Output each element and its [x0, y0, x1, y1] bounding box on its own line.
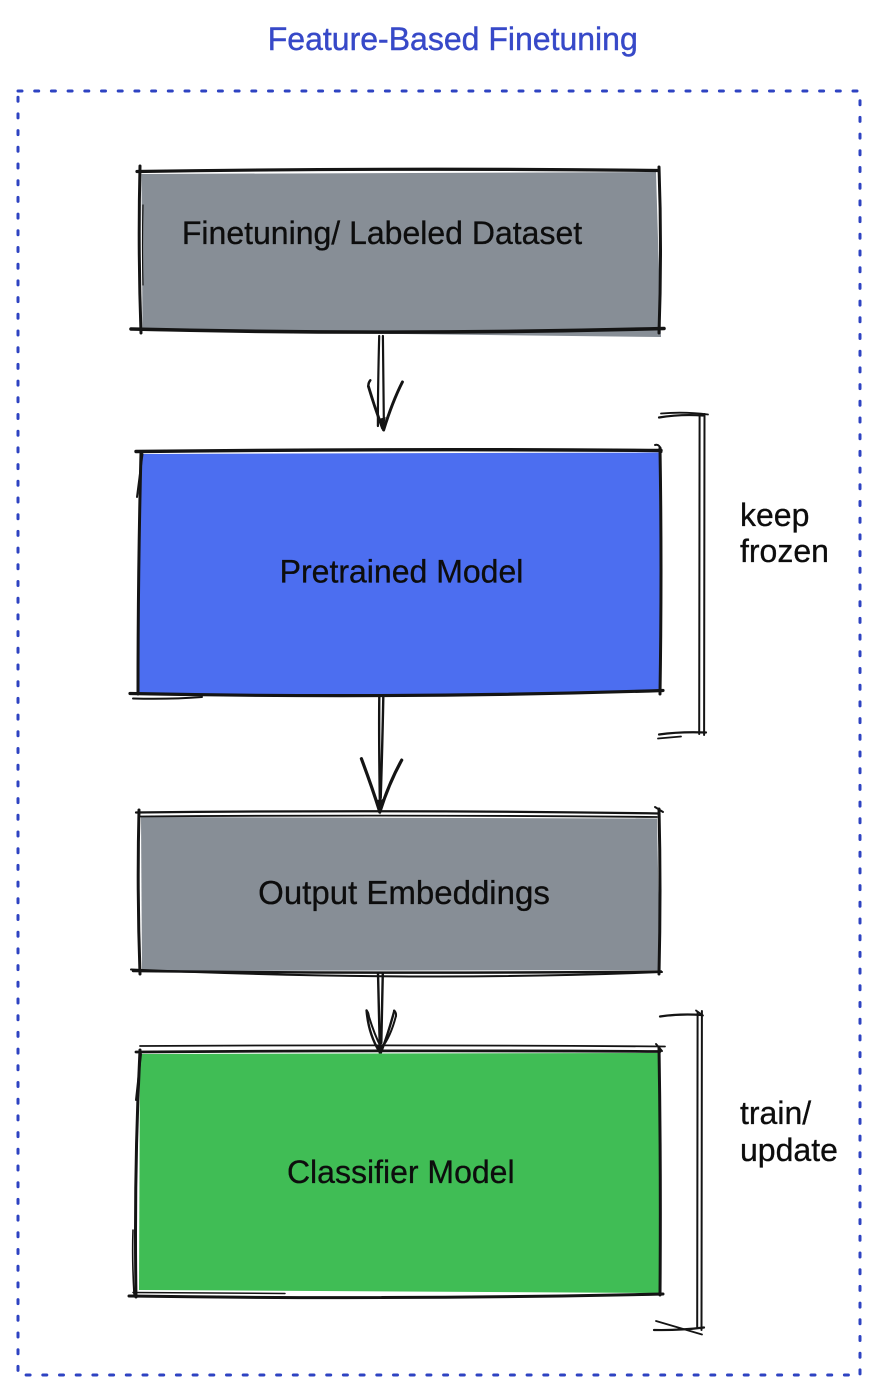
svg-text:Feature-Based Finetuning: Feature-Based Finetuning [268, 21, 638, 57]
svg-text:Pretrained Model: Pretrained Model [280, 554, 524, 590]
svg-text:Finetuning/ Labeled Dataset: Finetuning/ Labeled Dataset [182, 215, 582, 251]
svg-text:keep: keep [740, 497, 809, 533]
svg-text:train/: train/ [740, 1095, 811, 1131]
svg-text:Classifier Model: Classifier Model [287, 1154, 515, 1190]
svg-text:update: update [740, 1132, 838, 1168]
svg-text:frozen: frozen [740, 533, 829, 569]
svg-text:Output Embeddings: Output Embeddings [258, 874, 550, 911]
